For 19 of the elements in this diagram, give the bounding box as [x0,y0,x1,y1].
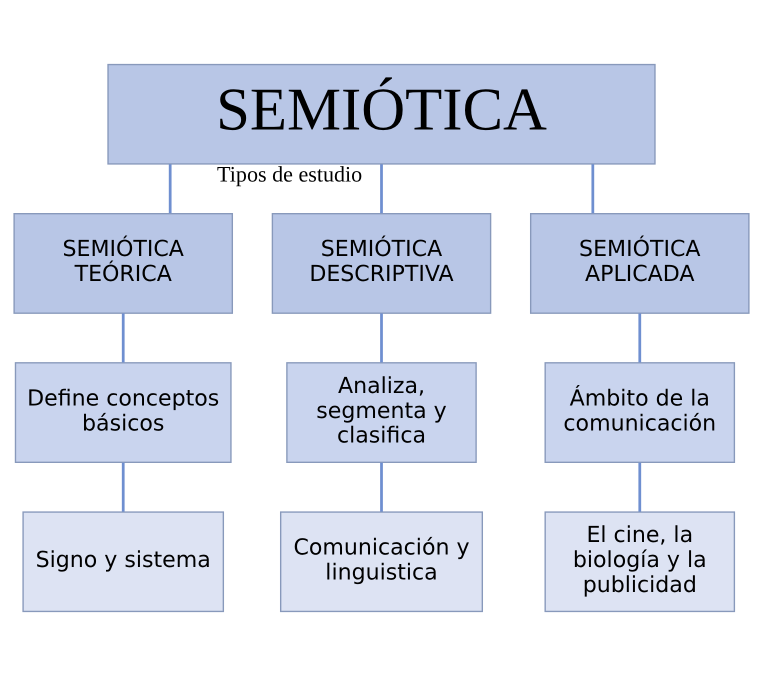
node-box: SEMIÓTICA [107,64,656,165]
node-box: SEMIÓTICA APLICADA [530,213,750,314]
connector [638,314,642,362]
connector [591,164,594,214]
connector [122,462,125,512]
node-box: El cine, la biología y la publicidad [544,511,736,612]
node-box: SEMIÓTICA TEÓRICA [13,213,234,314]
node-box: SEMIÓTICA DESCRIPTIVA [272,213,492,314]
connector [380,314,383,362]
connector [168,164,172,214]
node-box: Signo y sistema [22,511,224,612]
node-box: Define conceptos básicos [14,362,232,463]
node-box: Comunicación y linguistica [280,511,484,612]
connector [380,164,383,214]
connector [122,314,125,362]
connector [638,462,642,512]
connector [380,462,383,512]
node-box: Ámbito de la comunicación [544,362,736,463]
node-box: Analiza, segmenta y clasifica [286,362,477,463]
